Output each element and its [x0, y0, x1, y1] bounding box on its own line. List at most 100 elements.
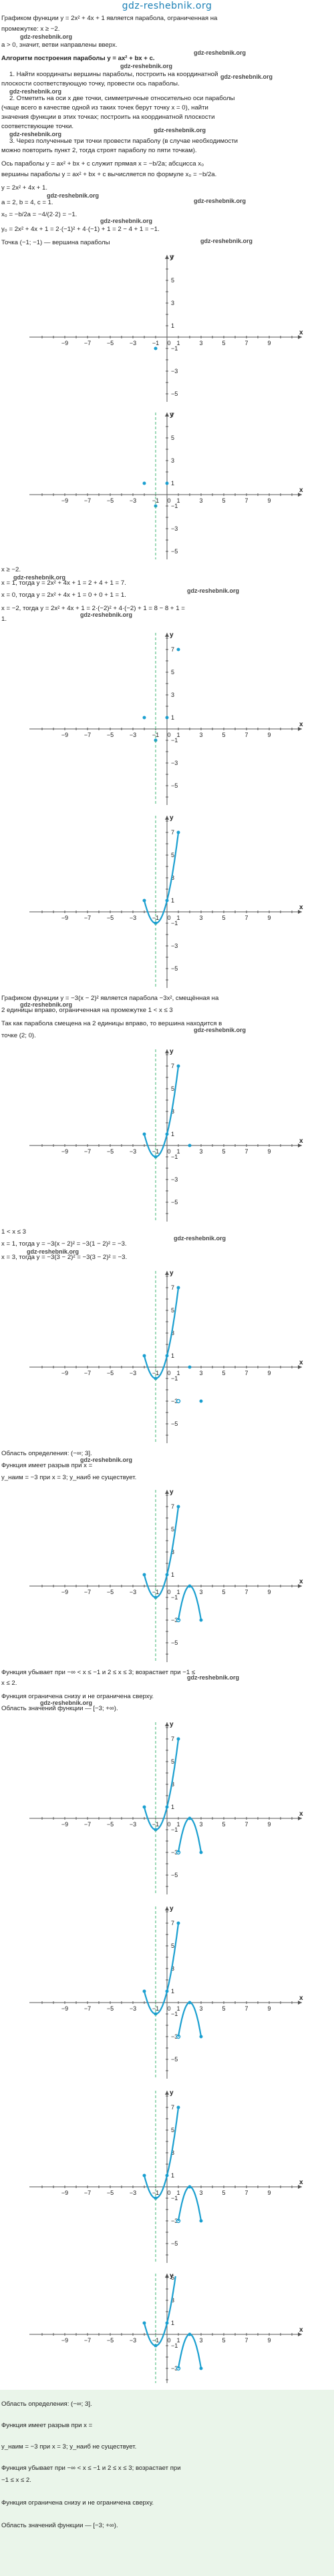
x-tick-label: 7 — [244, 2337, 248, 2344]
y-axis-label: y — [170, 2272, 174, 2280]
x-tick-label: 7 — [244, 915, 248, 921]
y-axis-arrow — [165, 255, 169, 259]
x-tick-label: 1 — [176, 915, 180, 921]
y-tick-label: −5 — [171, 2056, 178, 2063]
x-tick-label: −9 — [61, 497, 68, 504]
x-tick-label: 1 — [176, 2189, 180, 2196]
watermark: gdz-reshebnik.org — [120, 63, 173, 69]
point — [176, 648, 180, 652]
x-tick-label: 3 — [199, 732, 202, 738]
y-axis-arrow — [165, 1906, 169, 1910]
x-tick-label: −1 — [152, 1589, 159, 1595]
text-line: Область значений функции — [−3; +∞). — [1, 1705, 118, 1712]
y-tick-label: 3 — [171, 2297, 174, 2304]
text-line: Область определения: (−∞; 3]. — [1, 1450, 92, 1457]
x-tick-label: −1 — [152, 1370, 159, 1376]
summary-line: −1 ≤ x ≤ 2. — [1, 2477, 31, 2484]
text-line: Функция имеет разрыв при x = — [1, 1462, 93, 1469]
x-tick-label: −5 — [107, 497, 114, 504]
text-line: 1. — [1, 615, 7, 623]
x-tick-label: 7 — [244, 1148, 248, 1155]
parabola-branch-1 — [143, 832, 180, 925]
parabola-branch-2 — [177, 2185, 202, 2222]
watermark: gdz-reshebnik.org — [194, 1027, 246, 1033]
x-tick-label: 9 — [267, 2337, 271, 2344]
y-tick-label: −3 — [171, 760, 178, 766]
summary-line: Функция убывает при −∞ < x ≤ −1 и 2 ≤ x … — [1, 2465, 181, 2472]
x-tick-label: 9 — [267, 2189, 271, 2196]
x-tick-label: 5 — [222, 340, 225, 346]
text-line: a > 0, значит, ветви направлены вверх. — [1, 41, 118, 49]
y-tick-label: 5 — [171, 1526, 174, 1533]
y-tick-label: 5 — [171, 1085, 174, 1092]
x-tick-label: 3 — [199, 497, 202, 504]
y-tick-label: 1 — [171, 480, 174, 487]
y-tick-label: −1 — [171, 1594, 178, 1601]
y-axis-label: y — [170, 2089, 174, 2097]
text-line: x ≤ 2. — [1, 1680, 17, 1687]
x-tick-label: 7 — [244, 2189, 248, 2196]
x-tick-label: −3 — [130, 1589, 136, 1595]
x-tick-label: −9 — [61, 1370, 68, 1376]
x-tick-label: −7 — [84, 732, 91, 738]
y-tick-label: 5 — [171, 1307, 174, 1314]
watermark: gdz-reshebnik.org — [187, 587, 240, 594]
text-line: x = 1, тогда y = 2x² + 4x + 1 = 2 + 4 + … — [1, 579, 126, 587]
parabola-branch-1 — [143, 2107, 180, 2200]
x-tick-label: 5 — [222, 2189, 225, 2196]
point — [142, 716, 146, 720]
x-axis-arrow — [298, 2185, 302, 2189]
y-tick-label: −1 — [171, 2011, 178, 2017]
y-tick-label: 3 — [171, 2149, 174, 2156]
text-line: Функция ограничена снизу и не ограничена… — [1, 1693, 154, 1700]
y-axis-arrow — [165, 816, 169, 820]
watermark: gdz-reshebnik.org — [100, 218, 153, 224]
y-tick-label: 3 — [171, 1781, 174, 1788]
x-tick-label: 1 — [176, 1589, 180, 1595]
parabola-branch-1 — [143, 2276, 176, 2347]
watermark: gdz-reshebnik.org — [20, 1001, 73, 1008]
y-axis-label: y — [170, 1905, 174, 1912]
y-tick-label: 1 — [171, 1352, 174, 1359]
text-line: Так как парабола смещена на 2 единицы вп… — [1, 1020, 222, 1027]
x-tick-label: 1 — [176, 732, 180, 738]
watermark: gdz-reshebnik.org — [13, 574, 66, 581]
x-axis-arrow — [298, 1143, 302, 1147]
y-tick-label: −1 — [171, 2195, 178, 2202]
x-tick-label: 1 — [176, 2005, 180, 2012]
x-tick-label: 7 — [244, 497, 248, 504]
x-tick-label: −7 — [84, 1589, 91, 1595]
text-line: 1 < x ≤ 3 — [1, 1228, 26, 1236]
y-tick-label: 7 — [171, 646, 174, 653]
x-tick-label: 3 — [199, 2005, 202, 2012]
x-tick-label: −1 — [152, 1821, 159, 1828]
y-tick-label: −5 — [171, 548, 178, 555]
summary-line: y_наим = −3 при x = 3; y_наиб не существ… — [1, 2443, 137, 2451]
y-tick-label: 5 — [171, 2274, 174, 2281]
x-tick-label: 0 — [167, 2337, 170, 2344]
y-tick-label: −1 — [171, 1375, 178, 1382]
x-tick-label: 7 — [244, 732, 248, 738]
y-tick-label: 1 — [171, 897, 174, 904]
x-axis-label: x — [299, 1810, 303, 1818]
x-tick-label: −7 — [84, 1148, 91, 1155]
y-tick-label: −3 — [171, 1176, 178, 1183]
x-tick-label: −9 — [61, 2337, 68, 2344]
x-tick-label: −1 — [152, 2005, 159, 2012]
y-tick-label: −3 — [171, 1849, 178, 1856]
x-tick-label: 1 — [176, 340, 180, 346]
y-tick-label: 7 — [171, 254, 174, 261]
x-tick-label: −3 — [130, 915, 136, 921]
y-tick-label: 1 — [171, 322, 174, 329]
y-tick-label: 7 — [171, 2104, 174, 2111]
y-tick-label: −3 — [171, 525, 178, 532]
y-axis-arrow — [165, 633, 169, 637]
x-axis-label: x — [299, 2326, 303, 2334]
